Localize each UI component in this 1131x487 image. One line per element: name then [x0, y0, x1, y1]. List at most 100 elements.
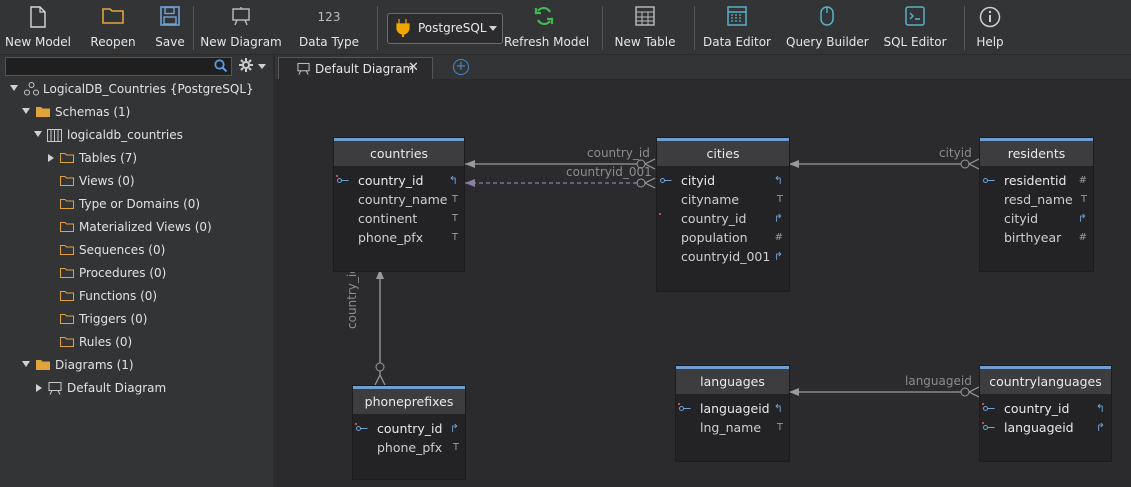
sql-editor-button[interactable]: SQL Editor: [882, 0, 948, 54]
refresh-model-button[interactable]: Refresh Model: [504, 0, 590, 54]
optional-marker: [960, 159, 970, 169]
data-editor-icon: [727, 6, 747, 26]
easel-icon: [232, 7, 250, 26]
entity-column-row[interactable]: country_id↰: [334, 171, 464, 190]
tab-default-diagram[interactable]: Default Diagram ✕: [278, 57, 433, 80]
reopen-button[interactable]: Reopen: [87, 0, 139, 54]
tree-item-label: logicaldb_countries: [67, 128, 183, 142]
column-name: birthyear: [1004, 230, 1062, 245]
tree-item-label: Procedures (0): [79, 266, 167, 280]
column-name: resd_name: [1004, 192, 1073, 207]
tree-item-label: Views (0): [79, 174, 135, 188]
expand-arrow-icon[interactable]: [36, 384, 42, 392]
close-icon[interactable]: ✕: [408, 60, 419, 75]
entity-column-row[interactable]: birthyear#: [980, 228, 1093, 247]
query-builder-button[interactable]: Query Builder: [786, 0, 869, 54]
crowfoot-marker: [968, 386, 980, 398]
search-icon[interactable]: [214, 59, 228, 73]
column-name: country_id: [1004, 401, 1070, 416]
new-model-button[interactable]: New Model: [0, 0, 76, 54]
relation-label: country_id: [345, 266, 359, 329]
entity-column-row[interactable]: cityid↱: [980, 209, 1093, 228]
diagram-canvas[interactable]: country_id countryid_001 cityid language…: [275, 79, 1131, 487]
tree-item-label: Triggers (0): [79, 312, 148, 326]
reopen-label: Reopen: [90, 35, 136, 49]
save-button[interactable]: Save: [152, 0, 188, 54]
column-name: languageid: [700, 401, 770, 416]
tree-item-label: Diagrams (1): [55, 358, 134, 372]
column-name: population: [681, 230, 748, 245]
entity-column-row[interactable]: population #: [657, 228, 789, 247]
help-button[interactable]: Help: [972, 0, 1008, 54]
number-123-icon: 123: [317, 10, 341, 24]
data-type-button[interactable]: 123 Data Type: [296, 0, 362, 54]
column-type: T: [451, 232, 458, 243]
add-tab-icon[interactable]: +: [453, 59, 469, 75]
expand-arrow-icon[interactable]: [48, 154, 54, 162]
tree-item-label: Sequences (0): [79, 243, 166, 257]
arrowhead: [376, 269, 384, 279]
arrowhead: [465, 179, 475, 187]
toolbar-separator: [694, 6, 695, 50]
search-input[interactable]: [6, 58, 212, 74]
gear-icon[interactable]: [238, 57, 254, 73]
entity-column-row[interactable]: countryid_001↱: [657, 247, 789, 266]
expand-arrow-icon[interactable]: [22, 361, 30, 367]
relation-label: languageid: [905, 374, 972, 388]
column-name: countryid_001: [681, 249, 771, 264]
refresh-model-label: Refresh Model: [504, 35, 590, 49]
toolbar-separator: [964, 6, 965, 50]
entity-column-row[interactable]: country_id↰: [980, 399, 1111, 418]
entity-column-row[interactable]: languageid↱: [980, 418, 1111, 437]
new-diagram-button[interactable]: New Diagram: [200, 0, 282, 54]
optional-marker: [636, 178, 646, 188]
entity-column-row[interactable]: languageid↰: [676, 399, 789, 418]
crowfoot-marker: [644, 158, 656, 170]
database-select[interactable]: PostgreSQL: [387, 13, 503, 44]
column-name: lng_name: [700, 420, 762, 435]
database-model-icon: [24, 82, 39, 96]
column-type: #: [774, 232, 783, 243]
expand-arrow-icon[interactable]: [10, 85, 18, 91]
tree-item-label: Materialized Views (0): [79, 220, 212, 234]
new-model-label: New Model: [4, 35, 72, 49]
column-type: ↱: [449, 422, 459, 435]
entity-column-row[interactable]: residentid#: [980, 171, 1093, 190]
column-name: country_id: [358, 173, 424, 188]
not-null-marker: [982, 422, 984, 424]
settings-dropdown-arrow[interactable]: [258, 64, 266, 69]
column-name: continent: [358, 211, 418, 226]
data-editor-button[interactable]: Data Editor: [702, 0, 772, 54]
not-null-marker: [678, 403, 680, 405]
new-diagram-label: New Diagram: [200, 35, 282, 49]
primary-key-icon: [660, 178, 672, 183]
database-select-value: PostgreSQL: [418, 21, 487, 35]
not-null-marker: [659, 213, 661, 215]
expand-arrow-icon[interactable]: [22, 108, 30, 114]
tree-item-label: Functions (0): [79, 289, 158, 303]
plug-icon: [396, 19, 410, 37]
entity-title: countries: [334, 141, 464, 166]
column-name: country_id: [377, 421, 443, 436]
entity-column-row[interactable]: country_id↱: [657, 209, 789, 228]
folder-icon: [60, 222, 74, 232]
arrowhead: [789, 160, 799, 168]
new-table-button[interactable]: New Table: [612, 0, 678, 54]
entity-countrylanguages[interactable]: countrylanguages country_id↰ languageid↱: [980, 366, 1111, 461]
expand-arrow-icon[interactable]: [34, 131, 42, 137]
easel-icon: [297, 62, 310, 75]
entity-column-row[interactable]: cityid↰: [657, 171, 789, 190]
entity-column-row[interactable]: country_id ↱: [353, 419, 465, 438]
